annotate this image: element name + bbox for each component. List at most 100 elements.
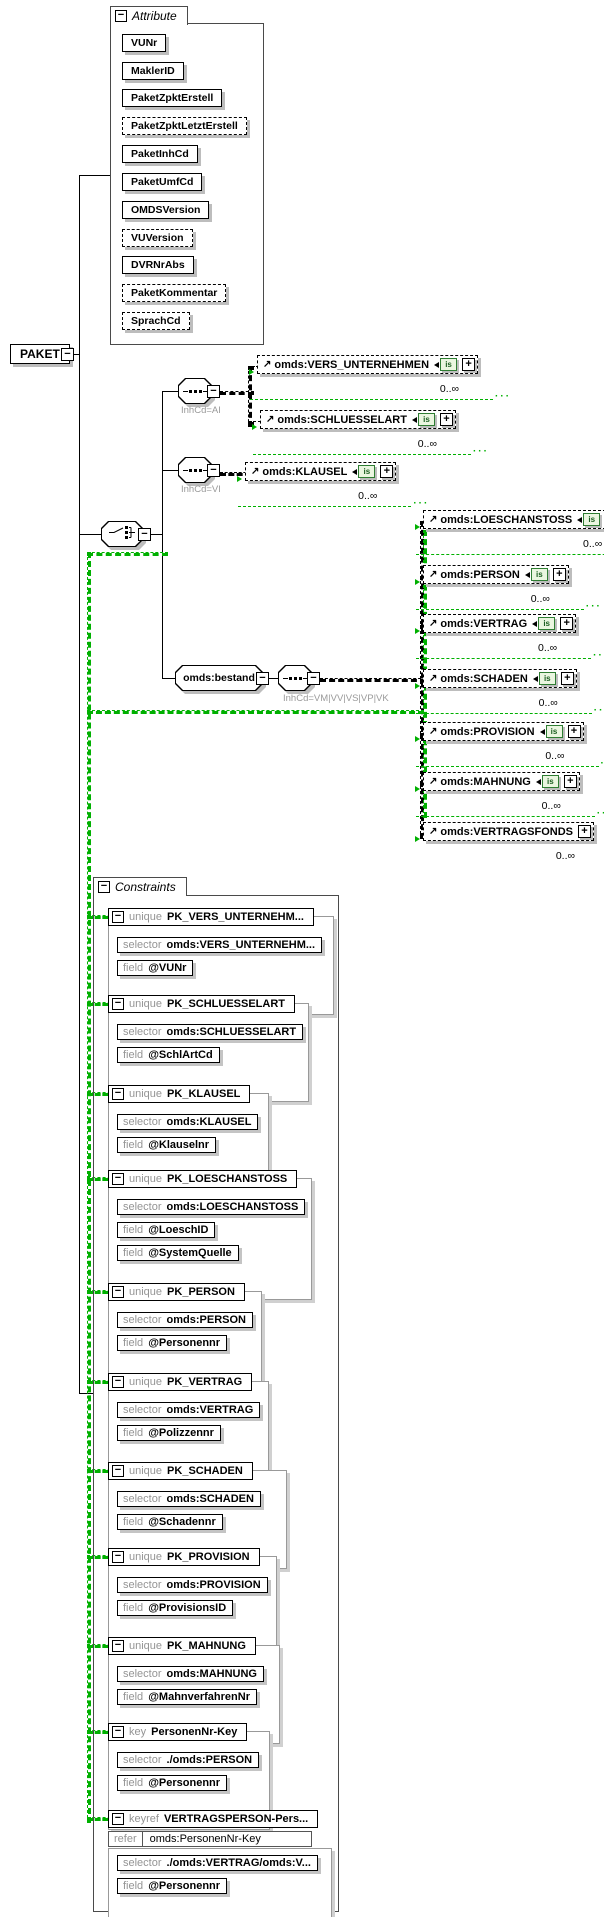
element-omds-vers-unternehmen[interactable]: ↗omds:VERS_UNTERNEHMENis0..∞··· — [249, 355, 509, 402]
collapse-icon[interactable] — [112, 1465, 124, 1477]
attribute-panel-tab[interactable]: Attribute — [110, 6, 188, 25]
attribute-vunr[interactable]: VUNr — [122, 34, 167, 52]
badge-box: is — [530, 568, 548, 581]
paket-root-node[interactable]: PAKET — [10, 344, 70, 364]
element-omds-vertragsfonds[interactable]: ↗omds:VERTRAGSFONDS0..∞ — [415, 822, 595, 862]
expand-icon[interactable] — [560, 617, 574, 630]
field-row[interactable]: field@LoeschID — [117, 1222, 216, 1238]
selector-row[interactable]: selector./omds:VERTRAG/omds:V... — [117, 1855, 318, 1871]
attribute-paketkommentar[interactable]: PaketKommentar — [122, 284, 227, 302]
collapse-icon[interactable] — [112, 998, 124, 1010]
expand-icon[interactable] — [439, 413, 453, 426]
attribute-omdsversion[interactable]: OMDSVersion — [122, 201, 210, 219]
expand-icon[interactable] — [207, 385, 220, 398]
attribute-dvrnrabs[interactable]: DVRNrAbs — [122, 256, 194, 274]
attribute-paketzpkterstell[interactable]: PaketZpktErstell — [122, 89, 223, 107]
field-row[interactable]: field@Personennr — [117, 1775, 228, 1791]
expand-icon[interactable] — [138, 528, 151, 541]
attribute-maklerid[interactable]: MaklerID — [122, 62, 184, 80]
is-badge: is — [411, 413, 435, 426]
collapse-icon[interactable] — [112, 1726, 124, 1738]
collapse-icon[interactable] — [112, 1640, 124, 1652]
field-row[interactable]: field@SchlArtCd — [117, 1047, 220, 1063]
collapse-icon[interactable] — [115, 10, 127, 22]
expand-icon[interactable] — [567, 725, 581, 738]
attribute-panel-title: Attribute — [132, 9, 177, 23]
constraint-pk-vers-unternehm[interactable]: uniquePK_VERS_UNTERNEHM... — [108, 908, 314, 926]
field-row[interactable]: field@Personennr — [117, 1335, 228, 1351]
bestand-element[interactable]: omds:bestand — [175, 665, 263, 691]
sequence-compositor-vi[interactable] — [178, 457, 212, 483]
field-row[interactable]: field@SystemQuelle — [117, 1245, 239, 1261]
constraint-vertragsperson-pers[interactable]: keyrefVERTRAGSPERSON-Pers... — [108, 1810, 319, 1828]
choice-compositor[interactable] — [101, 521, 143, 547]
collapse-icon[interactable] — [112, 1376, 124, 1388]
attribute-paketzpktletzterstell[interactable]: PaketZpktLetztErstell — [122, 117, 247, 135]
collapse-icon[interactable] — [112, 1286, 124, 1298]
element-omds-vertrag[interactable]: ↗omds:VERTRAGis0..∞··· — [415, 614, 604, 661]
field-row[interactable]: field@Polizzennr — [117, 1425, 221, 1441]
collapse-icon[interactable] — [112, 911, 124, 923]
attribute-vuversion[interactable]: VUVersion — [122, 229, 193, 247]
selector-row[interactable]: selector./omds:PERSON — [117, 1752, 260, 1768]
green-link-arrowhead — [415, 836, 420, 842]
expand-icon[interactable] — [563, 775, 577, 788]
expand-icon[interactable] — [380, 465, 394, 478]
attribute-sprachcd[interactable]: SprachCd — [122, 312, 190, 330]
field-row[interactable]: field@MahnverfahrenNr — [117, 1689, 257, 1705]
field-row[interactable]: field@VUNr — [117, 960, 194, 976]
sequence-compositor-bestand[interactable] — [278, 665, 312, 691]
element-omds-schluesselart[interactable]: ↗omds:SCHLUESSELARTis0..∞··· — [252, 410, 487, 457]
element-omds-person[interactable]: ↗omds:PERSONis0..∞··· — [415, 565, 600, 612]
selector-value: omds:KLAUSEL — [166, 1116, 252, 1128]
expand-icon[interactable] — [560, 672, 574, 685]
expand-icon[interactable] — [552, 568, 566, 581]
collapse-icon[interactable] — [112, 1813, 124, 1825]
badge-box: is — [440, 358, 458, 371]
field-row[interactable]: field@Schadennr — [117, 1514, 223, 1530]
element-omds-provision[interactable]: ↗omds:PROVISIONis0..∞··· — [415, 722, 604, 769]
expand-icon[interactable] — [256, 672, 269, 685]
occurs-range-dots: ··· — [593, 650, 604, 661]
element-omds-klausel[interactable]: ↗omds:KLAUSELis0..∞··· — [237, 462, 427, 509]
element-omds-schaden[interactable]: ↗omds:SCHADENis0..∞··· — [415, 669, 604, 716]
expand-icon[interactable] — [61, 348, 74, 361]
collapse-icon[interactable] — [112, 1551, 124, 1563]
field-row[interactable]: field@Klauselnr — [117, 1137, 217, 1153]
element-omds-mahnung[interactable]: ↗omds:MAHNUNGis0..∞··· — [415, 772, 604, 819]
expand-icon[interactable] — [207, 464, 220, 477]
collapse-icon[interactable] — [98, 881, 110, 893]
field-row[interactable]: field@Personennr — [117, 1878, 228, 1894]
field-row[interactable]: field@ProvisionsID — [117, 1600, 234, 1616]
expand-icon[interactable] — [307, 672, 320, 685]
expand-icon[interactable] — [462, 358, 476, 371]
attribute-paketinhcd[interactable]: PaketInhCd — [122, 145, 198, 163]
collapse-icon[interactable] — [112, 1173, 124, 1185]
expand-icon[interactable] — [578, 825, 592, 838]
constraints-panel-tab[interactable]: Constraints — [93, 877, 187, 896]
collapse-icon[interactable] — [112, 1088, 124, 1100]
selector-value: omds:MAHNUNG — [166, 1668, 257, 1680]
sequence-icon — [183, 390, 208, 393]
attribute-paketumfcd[interactable]: PaketUmfCd — [122, 173, 203, 191]
